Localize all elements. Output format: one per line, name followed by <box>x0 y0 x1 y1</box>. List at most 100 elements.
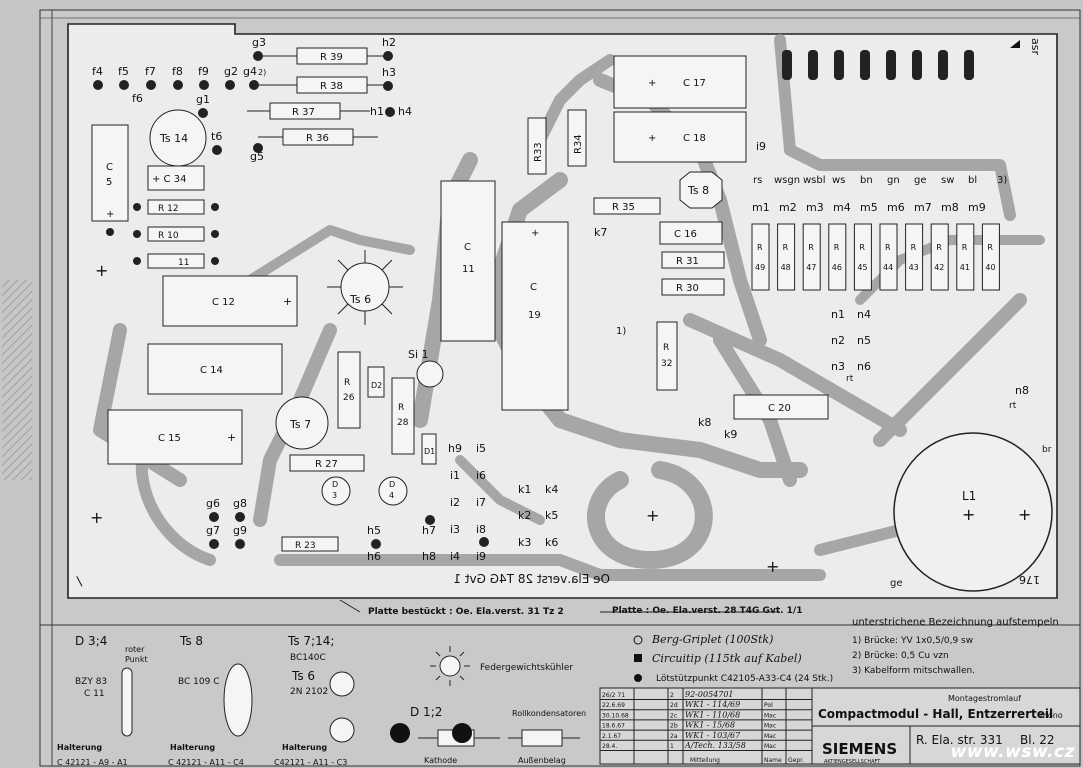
resistor-r12 <box>147 199 205 215</box>
label-h7: h7 <box>422 524 436 537</box>
label-i4: i4 <box>450 550 460 563</box>
crosshair-2: + <box>90 508 103 527</box>
resistor-bank-r-letter: R <box>911 243 917 252</box>
label-ge2: ge <box>890 578 903 589</box>
fuse-si1 <box>416 360 444 388</box>
resistor-r45 <box>853 223 872 291</box>
left-pin-labels: g6 g8 g7 g9 h5 h6 h7 h8 h9 i1 i2 i3 i4 i… <box>206 442 486 563</box>
label-r38: R 38 <box>320 81 343 92</box>
capacitor-c18 <box>613 111 747 163</box>
capacitor-c20 <box>733 394 829 420</box>
label-m5: m5 <box>860 201 878 214</box>
rev-cell: 2a <box>670 733 678 740</box>
legend-berg-griplet: Berg-Griplet (100Stk) <box>651 633 773 646</box>
label-ts8: Ts 8 <box>687 184 709 197</box>
label-ws: ws <box>832 175 845 186</box>
resistor-r44 <box>879 223 898 291</box>
label-m9: m9 <box>968 201 986 214</box>
label-c12: C 12 <box>212 297 235 308</box>
pinout-ts714-title: Ts 7;14; <box>287 634 334 648</box>
resistor-bank-label: 46 <box>832 263 842 272</box>
label-i9b: i9 <box>756 140 766 153</box>
k-block-labels: k1 k4 k2 k5 k3 k6 <box>518 483 558 549</box>
resistor-bank-label: 43 <box>909 263 919 272</box>
label-m3: m3 <box>806 201 824 214</box>
crosshair-1: + <box>95 261 108 280</box>
c18-plus: + <box>648 133 656 144</box>
label-gn: gn <box>887 175 900 186</box>
resistor-bank-r-letter: R <box>808 243 814 252</box>
label-i3: i3 <box>450 523 460 536</box>
resistor-r41 <box>956 223 975 291</box>
label-c15: C 15 <box>158 433 181 444</box>
label-sw: sw <box>941 175 954 186</box>
board-mirrored-text: Oe Ela.verst 28 T4G Gvt 1 <box>453 572 610 586</box>
rev-cell: WK1 - 103/67 <box>685 731 741 740</box>
transistor-ts8 <box>679 171 723 209</box>
pinout-ts6-ts714: Ts 7;14; BC140C Ts 6 2N 2102 Halterung C… <box>274 634 355 767</box>
resistor-bank-label: 45 <box>857 263 867 272</box>
label-r30: R 30 <box>676 283 699 294</box>
resistor-r42 <box>930 223 949 291</box>
label-wsgn: wsgn <box>774 175 800 186</box>
resistor-r35 <box>593 197 661 215</box>
label-r23: R 23 <box>295 541 316 551</box>
diode-d3 <box>321 476 351 506</box>
label-i9: i9 <box>476 550 486 563</box>
corner-mark-br: 176 <box>1019 573 1040 586</box>
label-g1: g1 <box>196 93 210 106</box>
label-f5: f5 <box>118 65 129 78</box>
title-mono: mono <box>1040 711 1063 720</box>
label-ts14: Ts 14 <box>159 132 188 145</box>
label-g6: g6 <box>206 497 220 510</box>
annotation-platte: Platte : Oe. Ela.verst. 28 T4G Gvt. 1/1 <box>612 606 802 616</box>
label-m4: m4 <box>833 201 851 214</box>
label-r35: R 35 <box>612 202 635 213</box>
top-left-labels: f4 f5 f7 f8 f9 g2 g4 g3 2) f6 g1 t6 g5 h… <box>92 36 412 163</box>
label-r12: R 12 <box>158 204 179 214</box>
rev-cell: WK1 - 15/68 <box>685 721 735 730</box>
resistor-bank-r-letter: R <box>783 243 789 252</box>
label-note1: 1) <box>616 326 626 337</box>
resistor-bank-label: 48 <box>781 263 791 272</box>
label-c16: C 16 <box>674 229 697 240</box>
resistor-bank-r-letter: R <box>885 243 891 252</box>
label-k7: k7 <box>594 226 607 239</box>
label-r33: R33 <box>533 142 544 162</box>
label-r26-n: 26 <box>343 393 355 403</box>
label-i7: i7 <box>476 496 486 509</box>
resistor-r30 <box>661 278 725 296</box>
resistor-r11 <box>147 253 205 269</box>
pinout-d34-roter: roter <box>125 645 145 654</box>
c15-plus: + <box>227 431 236 444</box>
label-k5: k5 <box>545 509 558 522</box>
pinout-ts8: Ts 8 BC 109 C Halterung C 42121 - A11 - … <box>168 634 253 767</box>
label-si1: Si 1 <box>408 348 429 361</box>
resistor-r28 <box>391 377 415 455</box>
rev-cell: WK1 - 114/69 <box>685 700 740 709</box>
note-2: 2) Brücke: 0,5 Cu vzn <box>852 651 949 661</box>
label-k3: k3 <box>518 536 531 549</box>
label-r26-r: R <box>344 378 350 388</box>
rev-cell: 2.1.67 <box>602 733 621 740</box>
label-h2: h2 <box>382 36 396 49</box>
l-row-pads <box>782 50 974 80</box>
label-g9: g9 <box>233 524 247 537</box>
rev-cell: A/Tech. 133/58 <box>684 741 746 750</box>
resistor-r27 <box>289 454 365 472</box>
resistor-r47 <box>802 223 821 291</box>
label-ts6: Ts 6 <box>349 293 371 306</box>
label-n4: n4 <box>857 308 871 321</box>
label-n5: n5 <box>857 334 871 347</box>
label-c17: C 17 <box>683 78 706 89</box>
label-d4-n: 4 <box>389 491 394 500</box>
rev-cell: Pol <box>764 702 773 709</box>
halterung-3-code: C42121 - A11 - C3 <box>274 758 347 767</box>
label-g7: g7 <box>206 524 220 537</box>
resistor-bank-r-letter: R <box>936 243 942 252</box>
resistor-r38 <box>296 76 368 94</box>
resistor-r32 <box>656 321 678 391</box>
drawing-number: R. Ela. str. 331 <box>916 733 1003 747</box>
resistor-bank-r-letter: R <box>859 243 865 252</box>
